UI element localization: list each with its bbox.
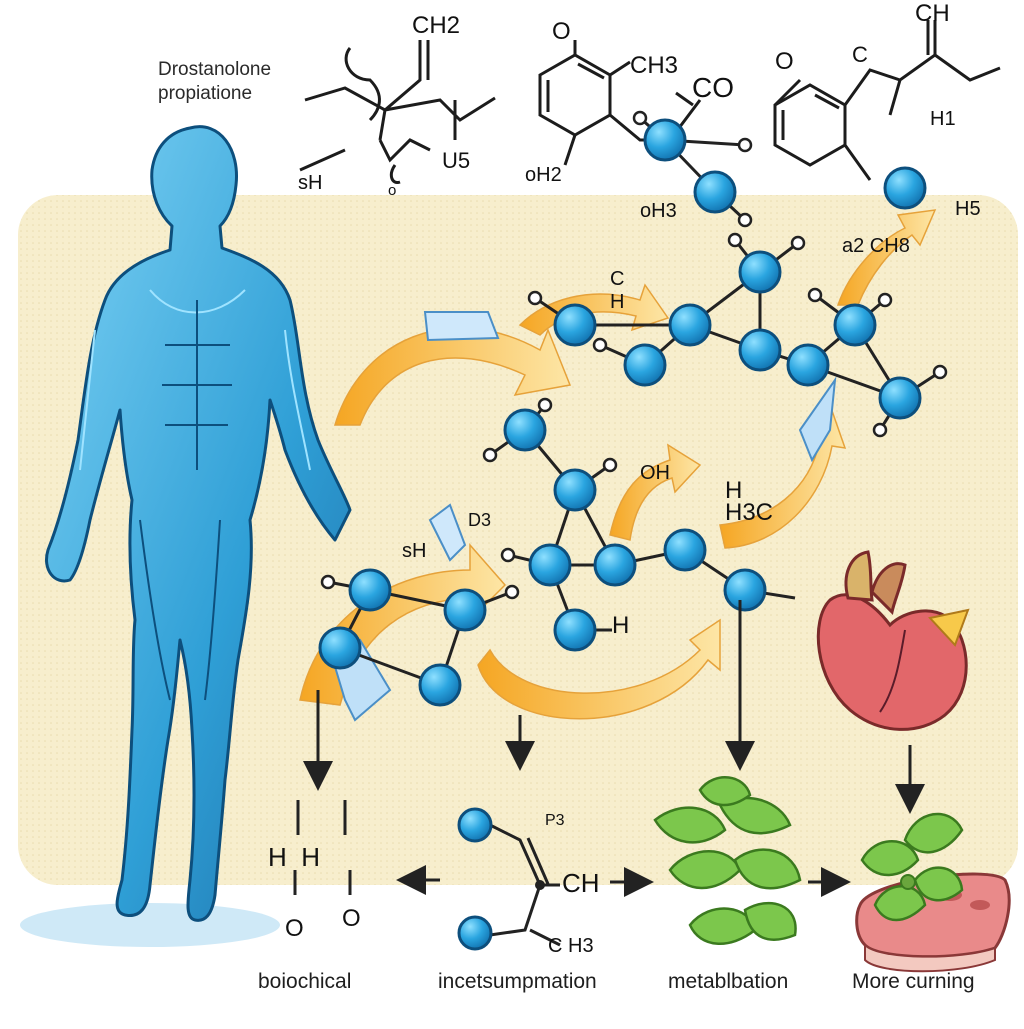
- hydrogen-atom: [932, 364, 948, 380]
- carbon-atom: [833, 303, 877, 347]
- diagram-title: Drostanolone propiatione: [158, 58, 271, 106]
- carbon-atom: [443, 588, 487, 632]
- label-c-top3: C: [852, 42, 868, 67]
- hydrogen-atom: [537, 397, 553, 413]
- label-ch-top3: CH: [915, 0, 950, 27]
- carbon-atom: [503, 408, 547, 452]
- carbon-atom: [878, 376, 922, 420]
- label-curing: More curning: [852, 970, 975, 993]
- floor-shadow: [20, 903, 280, 947]
- bottom-mid-atoms: [457, 807, 545, 951]
- carbon-atom: [723, 568, 767, 612]
- label-h3c: H H3C: [725, 477, 774, 526]
- hydrogen-atom: [602, 457, 618, 473]
- label-p3: P3: [545, 812, 565, 829]
- carbon-atom: [883, 166, 927, 210]
- hydrogen-atom: [737, 212, 753, 228]
- hydrogen-atom: [500, 547, 516, 563]
- title-line-1: Drostanolone: [158, 59, 272, 80]
- label-o-low2: O: [342, 905, 361, 932]
- human-figure: [45, 125, 352, 922]
- carbon-atom: [643, 118, 687, 162]
- carbon-atom: [738, 328, 782, 372]
- hydrogen-atom: [504, 584, 520, 600]
- heart-arrow: [928, 608, 970, 647]
- carbon-atom: [786, 343, 830, 387]
- label-us: U5: [442, 148, 471, 173]
- hydrogen-atom: [737, 137, 753, 153]
- hydrogen-atom: [790, 235, 806, 251]
- hydrogen-atom: [877, 292, 893, 308]
- flow-down-arrows: [303, 600, 925, 814]
- hydrogen-atom: [527, 290, 543, 306]
- molecule-atoms: [318, 110, 948, 707]
- label-ch-low: CH: [562, 868, 600, 898]
- top-structures: [299, 20, 1001, 185]
- label-consumption: incetsumpmation: [438, 970, 597, 993]
- hydrogen-atom: [807, 287, 823, 303]
- carbon-atom: [528, 543, 572, 587]
- label-oh2: oH2: [525, 164, 562, 186]
- carbon-atom: [693, 170, 737, 214]
- label-ch3-top2: CH3: [630, 52, 679, 79]
- carbon-atom: [553, 468, 597, 512]
- label-hh: H H: [268, 842, 320, 872]
- hydrogen-atom: [482, 447, 498, 463]
- carbon-atom: [318, 626, 362, 670]
- label-h1: H1: [930, 108, 956, 130]
- carbon-atom: [593, 543, 637, 587]
- label-sh-left: sH: [298, 172, 323, 194]
- bottom-left-structure: [293, 800, 352, 895]
- carbon-atom: [668, 303, 712, 347]
- hydrogen-atom: [872, 422, 888, 438]
- carbon-atom: [553, 608, 597, 652]
- label-biochemical: boiochical: [258, 970, 352, 993]
- hydrogen-atom: [320, 574, 336, 590]
- carbon-atom: [348, 568, 392, 612]
- label-o-low1: O: [285, 915, 304, 942]
- heart-organ: [816, 550, 968, 731]
- title-line-2: propiatione: [158, 83, 253, 104]
- carbon-atom: [623, 343, 667, 387]
- label-ch3-low: C H3: [548, 935, 594, 957]
- hydrogen-atom: [632, 110, 648, 126]
- label-co: CO: [692, 72, 734, 103]
- carbon-atom: [418, 663, 462, 707]
- label-oh3: oH3: [640, 200, 677, 222]
- carbon-atom: [738, 250, 782, 294]
- hydrogen-atom: [727, 232, 743, 248]
- label-h-mid: H: [612, 612, 630, 639]
- carbon-atom: [663, 528, 707, 572]
- label-d3: D3: [468, 510, 492, 530]
- label-metabolism: metablbation: [668, 970, 789, 993]
- carbon-atom: [553, 303, 597, 347]
- label-ch2: CH2: [412, 12, 461, 39]
- label-o-top3: O: [775, 48, 794, 75]
- label-o-top2: O: [552, 18, 571, 45]
- label-ch-mid: C H: [610, 268, 625, 313]
- label-oh-mid: OH: [640, 462, 670, 484]
- label-a2-ch8: a2 CH8: [842, 235, 910, 257]
- label-h5: H5: [955, 198, 981, 220]
- flow-horizontal-arrows: [396, 865, 851, 897]
- food-plate: [855, 812, 1011, 973]
- label-o-small: o: [388, 182, 397, 199]
- leaves-cluster: [653, 776, 802, 945]
- label-sh-mid: sH: [402, 540, 427, 562]
- hydrogen-atom: [592, 337, 608, 353]
